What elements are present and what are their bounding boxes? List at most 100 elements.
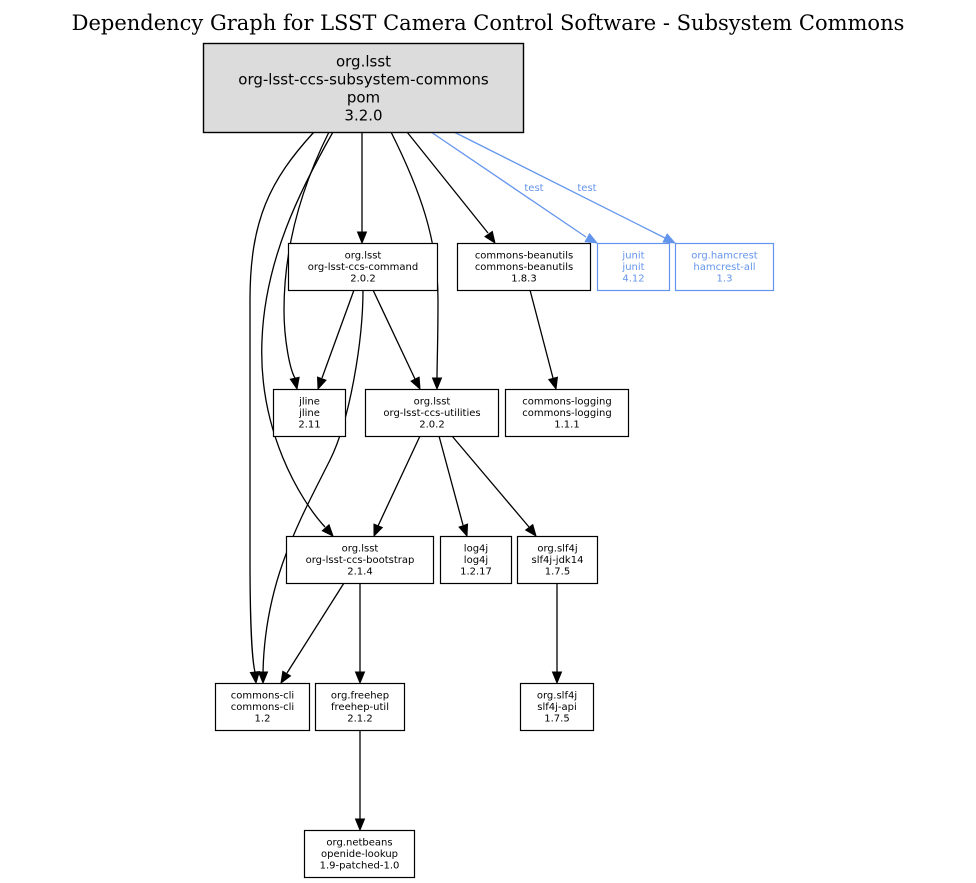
- arrowhead-icon: [431, 377, 443, 391]
- node-lookup[interactable]: org.netbeansopenide-lookup1.9-patched-1.…: [303, 829, 416, 879]
- arrowhead-icon: [354, 818, 366, 832]
- node-box: [456, 242, 592, 292]
- arrowhead-icon: [249, 671, 261, 685]
- node-box: [504, 388, 630, 438]
- edge-line: [261, 131, 334, 528]
- edge-scope-label: test: [577, 183, 596, 194]
- edge-line: [283, 131, 330, 379]
- node-version: 1.7.5: [545, 567, 570, 578]
- node-version: 1.1.1: [554, 420, 579, 431]
- node-artifact-id: jline: [298, 408, 320, 419]
- edge-line: [249, 131, 315, 673]
- node-box: [285, 535, 435, 585]
- edge-utilities-to-log4j: [438, 435, 469, 538]
- nodes-layer: org.lsstorg-lsst-ccs-subsystem-commonspo…: [202, 42, 775, 879]
- edge-root-to-jline: [283, 131, 330, 391]
- node-version: 2.0.2: [350, 274, 375, 285]
- node-box: [364, 388, 500, 438]
- node-group-id: org.lsst: [336, 52, 391, 70]
- edge-line: [321, 289, 355, 379]
- node-box: [674, 242, 775, 292]
- arrowhead-icon: [484, 230, 496, 245]
- arrowhead-icon: [373, 523, 384, 538]
- node-artifact-id: commons-beanutils: [475, 262, 573, 273]
- node-version: 4.12: [622, 274, 644, 285]
- node-box: [214, 682, 311, 732]
- node-group-id: org.hamcrest: [691, 251, 758, 262]
- node-artifact-id: org-lsst-ccs-bootstrap: [306, 555, 415, 566]
- node-root[interactable]: org.lsstorg-lsst-ccs-subsystem-commonspo…: [202, 42, 525, 134]
- edge-line: [430, 131, 587, 238]
- arrowhead-icon: [280, 670, 292, 685]
- edge-command-to-jline: [317, 289, 355, 391]
- node-artifact-id: org-lsst-ccs-command: [308, 262, 418, 273]
- node-artifact-id: org-lsst-ccs-subsystem-commons: [238, 70, 489, 88]
- graph-title: Dependency Graph for LSST Camera Control…: [72, 11, 905, 35]
- edge-command-to-cli: [257, 289, 364, 685]
- node-artifact-id: commons-cli: [231, 702, 294, 713]
- edge-line: [286, 582, 345, 674]
- edge-root-to-junit: test: [430, 131, 599, 244]
- node-box: [439, 535, 513, 585]
- arrowhead-icon: [458, 523, 469, 538]
- node-group-id: log4j: [464, 544, 488, 555]
- edge-line: [377, 435, 421, 527]
- node-group-id: jline: [298, 397, 320, 408]
- node-artifact-id: openide-lookup: [321, 849, 398, 860]
- node-box: [519, 682, 595, 732]
- node-version: 1.2.17: [460, 567, 492, 578]
- node-box: [303, 829, 416, 879]
- node-artifact-id: slf4j-jdk14: [532, 555, 584, 566]
- edge-line: [529, 289, 554, 379]
- edge-line: [406, 131, 489, 234]
- node-box: [287, 242, 439, 292]
- node-version: 2.1.4: [347, 567, 372, 578]
- node-version: 1.2: [255, 714, 271, 725]
- edge-bootstrap-to-freehep: [354, 583, 366, 685]
- node-version: 2.1.2: [347, 714, 372, 725]
- edge-root-to-beanutils: [406, 131, 496, 245]
- node-group-id: org.lsst: [414, 397, 451, 408]
- arrowhead-icon: [584, 232, 599, 244]
- node-version: 1.7.5: [544, 714, 569, 725]
- node-box: [596, 242, 671, 292]
- edge-command-to-utilities: [372, 289, 421, 391]
- arrowhead-icon: [551, 671, 563, 685]
- edge-line: [453, 131, 666, 239]
- node-version: 3.2.0: [344, 106, 382, 124]
- edge-root-to-cli: [249, 131, 315, 685]
- arrowhead-icon: [289, 376, 300, 391]
- arrowhead-icon: [662, 233, 677, 244]
- arrowhead-icon: [321, 523, 334, 537]
- arrowhead-icon: [317, 376, 327, 391]
- node-version: 2.11: [298, 420, 320, 431]
- node-group-id: org.freehep: [331, 691, 389, 702]
- node-version: 1.9-patched-1.0: [320, 861, 400, 872]
- node-version: 1.3: [717, 274, 733, 285]
- arrowhead-icon: [524, 523, 537, 538]
- arrowhead-icon: [257, 671, 269, 685]
- node-group-id: org.netbeans: [326, 838, 392, 849]
- edge-jdk14-to-slf4japi: [551, 583, 563, 685]
- node-artifact-id: org-lsst-ccs-utilities: [383, 408, 480, 419]
- edge-line: [372, 289, 416, 380]
- node-artifact-id: slf4j-api: [537, 702, 577, 713]
- edge-root-to-bootstrap: [261, 131, 334, 537]
- arrowhead-icon: [547, 376, 559, 391]
- node-artifact-id: log4j: [464, 555, 488, 566]
